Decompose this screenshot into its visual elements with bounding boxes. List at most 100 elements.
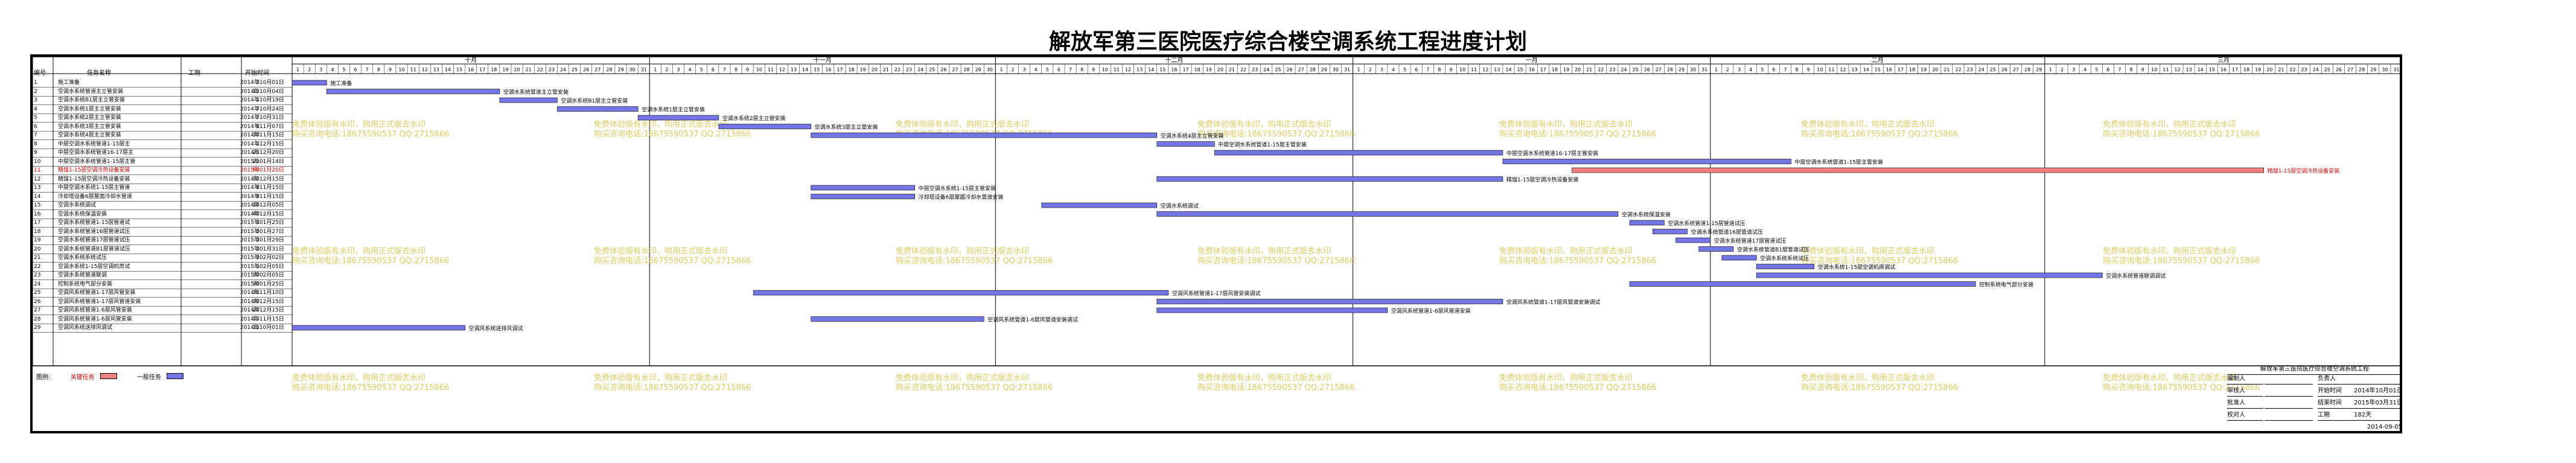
row-name: 空调水系统管道B1层管道试压 [58,246,130,252]
day-label: 13 [2185,67,2192,72]
row-id: 12 [34,176,41,182]
info-key2: 工期 [2318,410,2354,421]
day-label: 19 [1921,67,1927,72]
day-label: 4 [1392,67,1395,72]
day-label: 8 [1080,67,1083,72]
day-label: 20 [1575,67,1581,72]
task-bar [1572,167,2265,173]
info-value [2265,374,2313,385]
day-label: 25 [2324,67,2330,72]
row-id: 10 [34,158,41,165]
month-label: 二月 [1872,57,1884,64]
task-bar-label: 空调风系统送排风调试 [469,325,523,332]
task-bar-label: 空调风系统管道1-6层风管道安装 [1391,307,1471,315]
row-duration: 5 [256,141,260,147]
task-bar-label: 空调水系统4层主立管安装 [1161,132,1224,139]
row-start: 2014年10月19日 [240,97,284,103]
day-label: 7 [1426,67,1429,72]
day-label: 13 [791,67,797,72]
info-key2: 开始时间 [2318,386,2354,397]
row-start: 2014年11月15日 [240,132,284,138]
task-bar [292,325,465,331]
row-start: 2014年12月15日 [240,307,284,313]
day-label: 7 [2118,67,2121,72]
day-label: 27 [595,67,601,72]
day-label: 19 [1563,67,1569,72]
day-label: 16 [2221,67,2227,72]
info-key2: 结束时间 [2318,398,2354,409]
watermark-line2: 购买咨询电话:18675590537 QQ:2715866 [1801,256,1958,266]
info-value2 [2354,374,2402,385]
day-label: 9 [746,67,749,72]
row-id: 16 [34,211,41,217]
task-bar-label: 控制系统电气部分安装 [1979,281,2033,289]
row-duration: 3 [256,228,260,235]
day-label: 24 [1621,67,1627,72]
row-duration: 9 [256,185,260,191]
day-label: 4 [689,67,692,72]
task-bar-label: 空调水系统B1层主立管安装 [561,97,628,104]
day-label: 15 [1517,67,1523,72]
day-label: 27 [2347,67,2353,72]
row-name: 空调水系统保温安装 [58,211,107,217]
task-bar [1698,246,1734,252]
day-label: 5 [342,67,345,72]
task-bar-label: 冷却塔设备6层屋面冷却水管道安装 [919,194,1004,201]
row-start: 2015年02月05日 [240,272,284,278]
row-id: 7 [34,132,37,138]
day-label: 9 [1807,67,1810,72]
day-label: 26 [583,67,589,72]
task-bar-label: 空调水系统2层主立管安装 [722,115,786,122]
watermark-line1: 免费体验版有水印，购用正式版去水印 [1801,120,1934,129]
day-label: 20 [872,67,878,72]
row-start: 2014年12月05日 [240,202,284,208]
row-id: 2 [34,88,37,95]
task-bar [718,124,811,129]
task-bar [1156,141,1215,147]
row-name: 空调风系统管道1-17层风管安装 [58,290,136,296]
row-start: 2015年02月05日 [240,263,284,270]
day-label: 6 [2106,67,2109,72]
task-bar [811,185,915,191]
row-id: 25 [34,290,41,296]
day-label: 21 [526,67,532,72]
day-label: 12 [779,67,785,72]
task-bar-label: 精馏1-15层空调冷热设备安装 [2268,167,2339,174]
row-duration: 3 [256,255,260,261]
day-label: 6 [712,67,715,72]
day-label: 29 [1679,67,1685,72]
day-label: 12 [1840,67,1846,72]
day-label: 19 [860,67,866,72]
row-duration: 15 [252,88,260,95]
info-value2: 2015年03月31日 [2354,398,2403,409]
day-label: 21 [883,67,889,72]
row-duration: 30 [252,132,260,138]
day-label: 5 [700,67,703,72]
day-label: 1 [2049,67,2052,72]
task-bar [1502,159,1791,164]
task-bar [637,115,719,121]
day-label: 8 [735,67,738,72]
row-duration: 60 [252,167,260,173]
row-duration: 10 [252,202,260,208]
row-name: 精馏1-15层空调冷热设备安装 [58,167,130,173]
chart-frame [30,54,2402,433]
row-name: 空调水系统管道16层管道试压 [58,228,130,235]
day-label: 29 [617,67,623,72]
row-id: 8 [34,141,37,147]
row-id: 22 [34,263,41,270]
day-label: 10 [1459,67,1465,72]
task-bar-label: 中层空调水系统1-15层主管安装 [919,185,996,192]
watermark-line2: 购买咨询电话:18675590537 QQ:2715866 [2103,383,2260,392]
row-id: 20 [34,246,41,252]
day-label: 20 [1932,67,1938,72]
day-label: 14 [1505,67,1511,72]
row-name: 空调水系统系统试压 [58,255,107,261]
legend: 图例: 关键任务 一般任务 [36,372,184,381]
row-name: 空调水系统调试 [58,202,97,208]
